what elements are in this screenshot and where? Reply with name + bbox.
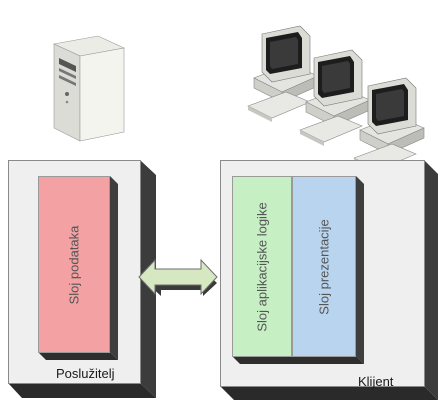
presentation-layer: Sloj prezentacije: [292, 176, 356, 357]
client-layers-3d-side: [232, 176, 364, 364]
logic-layer-label: Sloj aplikacijske logike: [254, 201, 270, 332]
client-box-3d-side: [220, 160, 438, 400]
client-box: Sloj aplikacijske logike Sloj prezentaci…: [220, 160, 438, 400]
presentation-layer-label: Sloj prezentacije: [316, 218, 332, 315]
client-layers: Sloj aplikacijske logike Sloj prezentaci…: [232, 176, 364, 364]
bidirectional-arrow-icon: [138, 258, 218, 296]
server-box: Sloj podataka Poslužitelj: [8, 160, 156, 398]
client-label: Klijent: [358, 374, 394, 389]
server-label: Poslužitelj: [56, 366, 115, 381]
data-layer-face: Sloj podataka: [38, 176, 110, 353]
client-computer-icon: [299, 49, 371, 147]
data-layer-3d-side: [38, 176, 118, 360]
data-layer: Sloj podataka: [38, 176, 118, 360]
logic-layer: Sloj aplikacijske logike: [232, 176, 292, 357]
server-tower-icon: [53, 35, 125, 142]
data-layer-label: Sloj podataka: [66, 225, 82, 304]
client-computers-group: [247, 25, 425, 174]
